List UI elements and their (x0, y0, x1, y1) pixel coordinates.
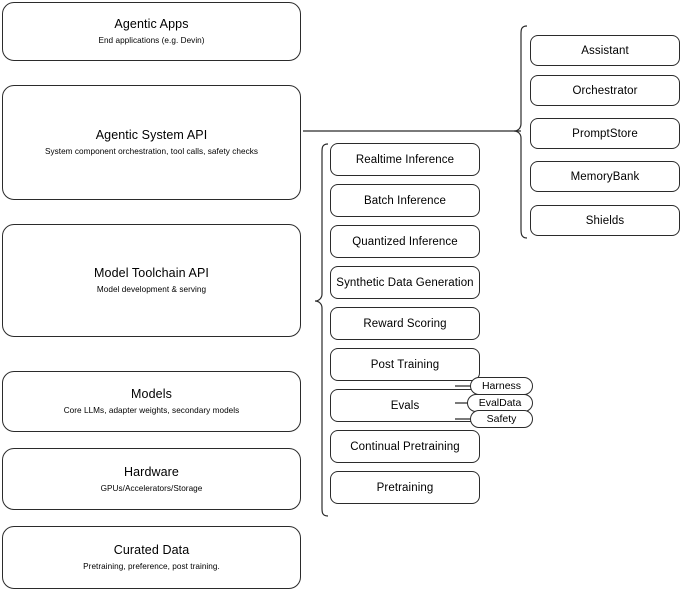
layer-curated-data[interactable]: Curated Data Pretraining, preference, po… (2, 526, 301, 589)
toolchain-item-label: Post Training (370, 358, 440, 371)
toolchain-item-label: Batch Inference (363, 194, 447, 207)
bracket-system-items (513, 25, 528, 239)
layer-title: Curated Data (113, 543, 190, 557)
system-item-promptstore[interactable]: PromptStore (530, 118, 680, 149)
layer-title: Models (131, 387, 172, 401)
toolchain-item-reward-scoring[interactable]: Reward Scoring (330, 307, 480, 340)
eval-pill-harness[interactable]: Harness (470, 377, 533, 395)
system-item-shields[interactable]: Shields (530, 205, 680, 236)
system-item-orchestrator[interactable]: Orchestrator (530, 75, 680, 106)
toolchain-item-label: Quantized Inference (352, 235, 458, 248)
layer-agentic-system-api[interactable]: Agentic System API System component orch… (2, 85, 301, 200)
layer-models[interactable]: Models Core LLMs, adapter weights, secon… (2, 371, 301, 432)
system-item-assistant[interactable]: Assistant (530, 35, 680, 66)
layer-subtitle: GPUs/Accelerators/Storage (100, 483, 203, 493)
eval-pill-safety[interactable]: Safety (470, 410, 533, 428)
layer-subtitle: End applications (e.g. Devin) (98, 36, 205, 45)
layer-model-toolchain-api[interactable]: Model Toolchain API Model development & … (2, 224, 301, 337)
eval-pill-label: EvalData (478, 397, 522, 409)
system-item-label: Shields (585, 214, 625, 227)
layer-title: Model Toolchain API (94, 266, 209, 280)
toolchain-item-label: Continual Pretraining (350, 440, 460, 453)
toolchain-item-quantized-inference[interactable]: Quantized Inference (330, 225, 480, 258)
toolchain-item-label: Pretraining (376, 481, 434, 494)
toolchain-item-pretraining[interactable]: Pretraining (330, 471, 480, 504)
layer-subtitle: Pretraining, preference, post training. (83, 562, 220, 571)
toolchain-item-batch-inference[interactable]: Batch Inference (330, 184, 480, 217)
system-item-label: PromptStore (572, 127, 638, 140)
eval-pill-label: Safety (486, 413, 517, 425)
layer-subtitle: System component orchestration, tool cal… (44, 147, 259, 156)
toolchain-item-post-training[interactable]: Post Training (330, 348, 480, 381)
layer-agentic-apps[interactable]: Agentic Apps End applications (e.g. Devi… (2, 2, 301, 61)
toolchain-item-realtime-inference[interactable]: Realtime Inference (330, 143, 480, 176)
toolchain-item-continual-pretraining[interactable]: Continual Pretraining (330, 430, 480, 463)
eval-pill-label: Harness (481, 380, 522, 392)
toolchain-item-label: Reward Scoring (363, 317, 447, 330)
toolchain-item-evals[interactable]: Evals (330, 389, 480, 422)
layer-title: Hardware (124, 464, 179, 479)
layer-subtitle: Core LLMs, adapter weights, secondary mo… (63, 406, 240, 415)
layer-title: Agentic System API (95, 128, 208, 142)
toolchain-item-synthetic-data-generation[interactable]: Synthetic Data Generation (330, 266, 480, 299)
layer-subtitle: Model development & serving (96, 285, 207, 294)
system-item-label: Assistant (581, 44, 629, 57)
system-item-label: MemoryBank (570, 170, 640, 183)
system-item-label: Orchestrator (572, 84, 638, 97)
layer-hardware[interactable]: Hardware GPUs/Accelerators/Storage (2, 448, 301, 510)
toolchain-item-label: Evals (390, 399, 420, 412)
system-item-memorybank[interactable]: MemoryBank (530, 161, 680, 192)
bracket-toolchain-items (314, 143, 329, 517)
layer-title: Agentic Apps (114, 17, 189, 31)
toolchain-item-label: Realtime Inference (355, 153, 455, 166)
toolchain-item-label: Synthetic Data Generation (336, 276, 474, 289)
